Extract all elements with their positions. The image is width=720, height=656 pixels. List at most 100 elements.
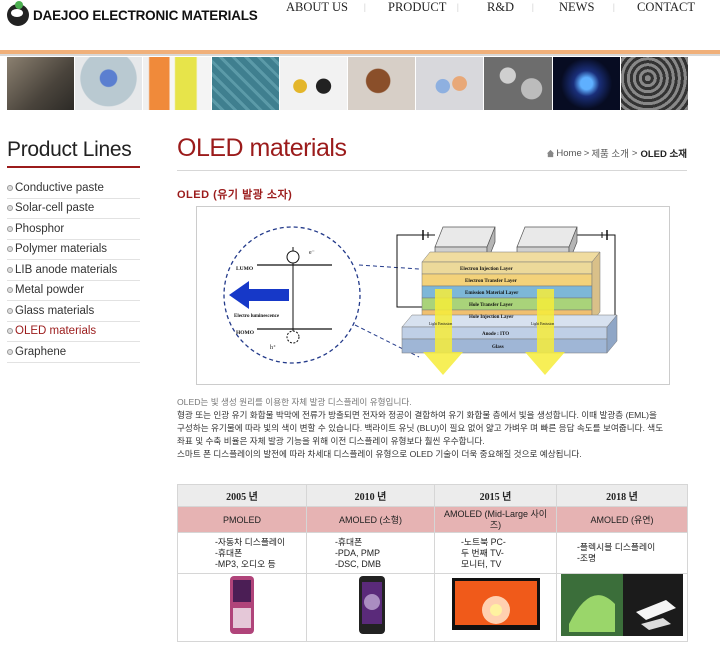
list-item: -DSC, DMB [335,558,381,569]
nav-about-us[interactable]: ABOUT US [286,0,348,14]
sidebar-item-glass-materials[interactable]: Glass materials [7,301,140,322]
page-title: OLED materials [177,134,347,162]
sidebar-item-metal-powder[interactable]: Metal powder [7,281,140,301]
list-item: -플렉시블 디스플레이 [577,542,656,552]
breadcrumb-current: OLED 소재 [640,149,687,160]
application-list-cell: -휴대폰 -PDA, PMP -DSC, DMB [306,532,435,574]
layer-glass [401,338,608,354]
nav-news[interactable]: NEWS [559,0,595,14]
flip-phone-image [230,576,254,634]
banner-photo [143,57,212,110]
bullet-icon [7,225,13,232]
product-photo-banner [7,57,690,110]
breadcrumb-home[interactable]: Home [556,147,582,159]
layer-label: Anode : ITO [482,332,509,337]
electron-label: e⁻ [309,250,315,256]
bullet-icon [7,287,13,294]
product-lines-menu: Conductive paste Solar-cell paste Phosph… [7,178,140,363]
sidebar-item-label: Metal powder [15,284,85,297]
oled-timeline-table: 2005 년 2010 년 2015 년 2018 년 PMOLED AMOLE… [177,484,688,642]
tv-image [451,578,540,630]
oled-description: OLED는 빛 생성 원리를 이용한 자체 발광 디스플레이 유형입니다. 형광… [177,396,689,461]
sidebar-item-polymer-materials[interactable]: Polymer materials [7,240,140,260]
oled-type-cell: PMOLED [177,506,307,533]
device-image-cell [177,573,307,642]
list-item: -PDA, PMP [335,547,380,558]
zoom-line [358,264,420,270]
breadcrumb: Home > 제품 소개 > OLED 소재 [546,146,687,160]
cathode-block [434,226,496,248]
sidebar-item-oled-materials[interactable]: OLED materials [7,322,140,342]
homo-label: HOMO [236,330,255,336]
breadcrumb-separator: > [583,147,590,159]
nav-contact[interactable]: CONTACT [637,0,696,14]
sidebar-item-label: Solar-cell paste [15,202,95,215]
home-icon [547,149,555,157]
list-item: -노트북 PC- [461,536,506,547]
electron-icon [286,250,300,264]
sidebar-item-solar-cell-paste[interactable]: Solar-cell paste [7,199,140,219]
nav-separator: | [364,2,366,12]
layer-label: Electron Transfer Layer [465,279,518,284]
lumo-label: LUMO [236,266,254,272]
bullet-icon [7,328,13,335]
table-row: PMOLED AMOLED (소형) AMOLED (Mid-Large 사이즈… [177,506,688,533]
sidebar-item-conductive-paste[interactable]: Conductive paste [7,178,140,199]
device-image-cell [434,573,557,642]
sidebar-title-rule [7,166,140,168]
description-lead: OLED는 빛 생성 원리를 이용한 자체 발광 디스플레이 유형입니다. [177,397,412,407]
circuit-wire [396,234,435,308]
description-line: 스마트 폰 디스플레이의 발전에 따라 차세대 디스플레이 유형으로 OLED … [177,449,582,459]
list-item: -휴대폰 [335,536,363,547]
sidebar-item-phosphor[interactable]: Phosphor [7,219,140,240]
banner-photo [75,57,144,110]
bullet-icon [7,348,13,355]
nav-product[interactable]: PRODUCT [388,0,447,14]
company-logo[interactable]: DAEJOO ELECTRONIC MATERIALS [7,1,258,26]
light-emission-arrow-icon [423,289,463,375]
layer-label: Electron Injection Layer [460,267,513,272]
oled-structure-diagram: LUMO HOMO Electro luminescence e⁻ h⁺ Cat… [196,206,670,385]
sidebar-item-label: Conductive paste [15,181,104,194]
light-emission-arrow-icon [525,289,565,375]
description-line: 구성하는 유기물에 따라 빛의 색이 변할 수 있습니다. 백라이트 유닛 (B… [177,423,664,433]
list-item: -휴대폰 [215,547,243,558]
header-divider [0,54,720,56]
oled-diagram-svg: LUMO HOMO Electro luminescence e⁻ h⁺ Cat… [223,226,618,375]
application-list-cell: -노트북 PC- 두 번째 TV- 모니터, TV [434,532,557,574]
nav-separator: | [532,2,534,12]
smartphone-image [358,576,385,634]
table-row: -자동차 디스플레이 -휴대폰 -MP3, 오디오 등 -휴대폰 -PDA, P… [177,532,688,574]
oled-type-cell: AMOLED (소형) [306,506,435,533]
year-header: 2018 년 [556,484,688,507]
flexible-display-image [561,574,683,636]
description-line: 좌표 및 수축 비율은 자체 발광 기능을 위해 이전 디스플레이 유형보다 훨… [177,436,485,446]
breadcrumb-level1[interactable]: 제품 소개 [591,149,629,160]
sidebar-item-label: OLED materials [15,325,97,338]
banner-photo [416,57,485,110]
sidebar-item-label: Polymer materials [15,243,108,256]
bullet-icon [7,266,13,273]
banner-photo [211,57,280,110]
sidebar-title: Product Lines [7,138,132,161]
sidebar-item-graphene[interactable]: Graphene [7,342,140,363]
header-accent-line [0,50,720,54]
nav-rd[interactable]: R&D [487,0,515,14]
cathode-block [516,226,578,248]
bullet-icon [7,184,13,191]
sidebar-item-label: Graphene [15,345,67,358]
banner-photo [620,57,690,110]
layer-label: Hole Transfer Layer [469,303,513,308]
list-item: 모니터, TV [461,558,502,569]
light-emission-label: Light Emission [429,322,452,326]
layer-label: Hole Injection Layer [469,315,514,320]
sidebar-item-label: LIB anode materials [15,263,118,276]
oled-type-cell: AMOLED (Mid-Large 사이즈) [434,506,557,533]
device-image-cell [306,573,435,642]
banner-photo [348,57,417,110]
year-header: 2015 년 [434,484,557,507]
sidebar-item-lib-anode-materials[interactable]: LIB anode materials [7,260,140,281]
sidebar-item-label: Phosphor [15,222,65,235]
oled-type-cell: AMOLED (유연) [556,506,688,533]
layer-top-face [421,251,601,263]
